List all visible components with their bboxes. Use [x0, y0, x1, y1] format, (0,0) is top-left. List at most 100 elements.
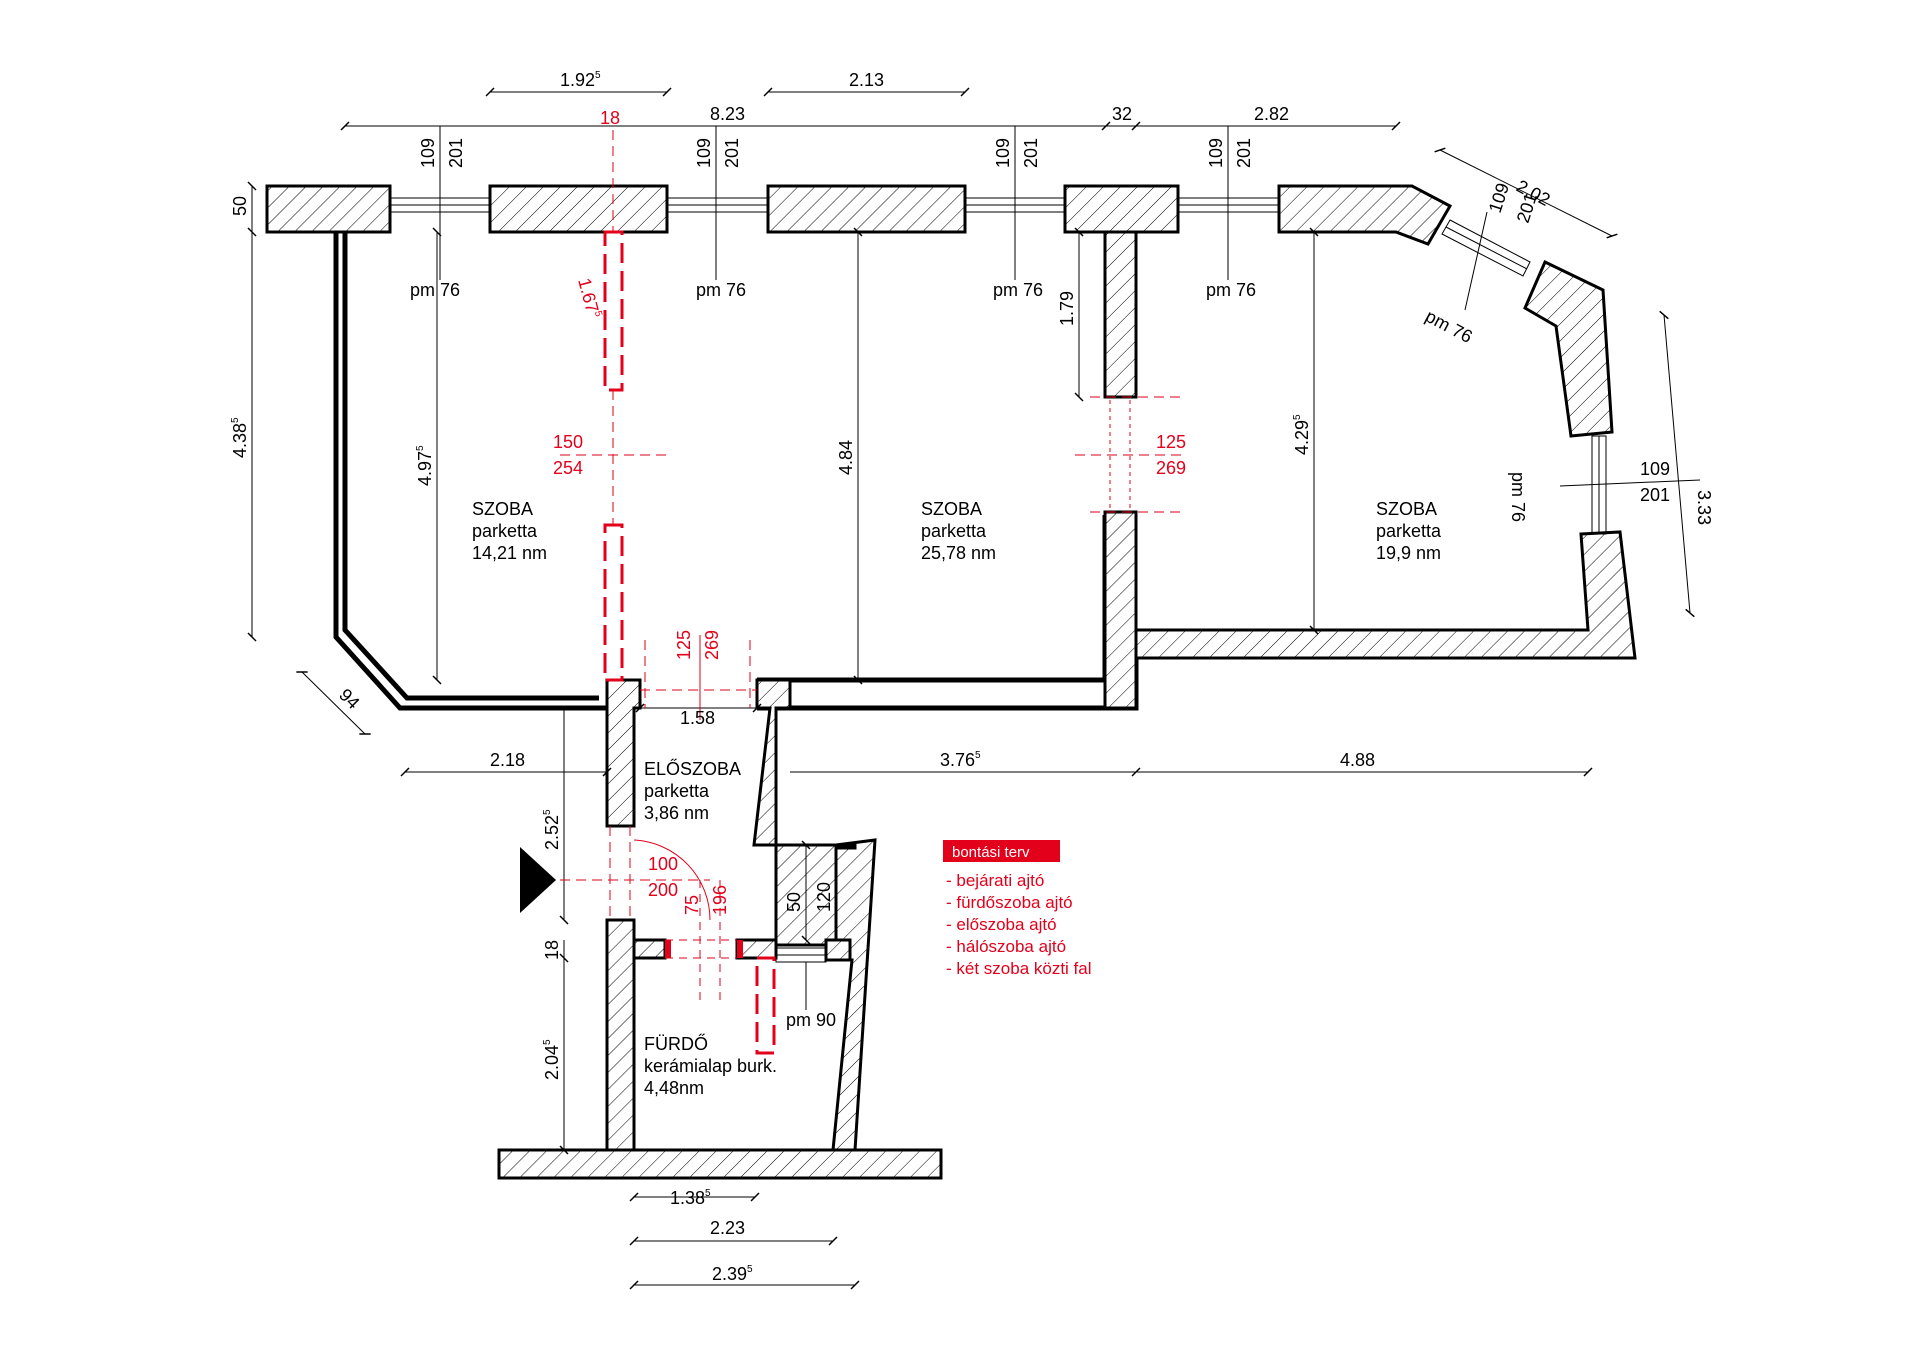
room-floor: parketta — [644, 781, 710, 801]
dim-label: 4.88 — [1340, 750, 1375, 770]
legend-item: - hálószoba ajtó — [946, 937, 1066, 956]
wall-bottom — [497, 1148, 943, 1180]
window-width: 109 — [1640, 459, 1670, 479]
window-height: 201 — [722, 138, 742, 168]
dim-sup: 5 — [747, 1264, 753, 1275]
window-height: 201 — [446, 138, 466, 168]
wall-hall-left — [605, 678, 642, 828]
red-dim-label: 18 — [600, 108, 620, 128]
dim-label: 18 — [542, 940, 562, 960]
wall-hall-right — [752, 678, 792, 847]
window — [666, 197, 769, 213]
room-area: 3,86 nm — [644, 803, 709, 823]
demolished-wall — [603, 523, 624, 682]
dim-label: 120 — [814, 882, 834, 912]
red-dim-label: 254 — [553, 458, 583, 478]
svg-text:2.045: 2.045 — [542, 1039, 562, 1080]
svg-text:2.395: 2.395 — [712, 1264, 753, 1284]
dim-label: 50 — [230, 196, 250, 216]
dim-sup: 5 — [705, 1188, 711, 1199]
red-dim-label: 200 — [648, 880, 678, 900]
dim-label: 1.79 — [1057, 291, 1077, 326]
svg-text:4.295: 4.295 — [1292, 414, 1312, 455]
window-sill: pm 90 — [786, 1010, 836, 1030]
window-sill: pm 76 — [1508, 472, 1528, 522]
entrance-arrow-icon — [520, 847, 556, 913]
dim-sup: 5 — [230, 417, 241, 423]
dimension-lines — [247, 87, 1701, 1290]
dim-sup: 5 — [415, 445, 426, 451]
dim-label: 4.97 — [415, 451, 435, 486]
demolition-elements — [560, 130, 1185, 1055]
wall-shaft-right — [824, 938, 852, 962]
wall-partition-lower — [1103, 510, 1138, 710]
legend-item: - fürdőszoba ajtó — [946, 893, 1073, 912]
room-name: SZOBA — [1376, 499, 1437, 519]
window-height: 201 — [1513, 190, 1541, 225]
demolition-labels: 18 1.675 150 254 125 269 125 269 100 200… — [553, 108, 1186, 915]
room-area: 25,78 nm — [921, 543, 996, 563]
legend-title: bontási terv — [952, 844, 1030, 861]
room-area: 19,9 nm — [1376, 543, 1441, 563]
dim-label: 8.23 — [710, 104, 745, 124]
legend-item: - két szoba közti fal — [946, 959, 1092, 978]
demolished-wall — [603, 230, 624, 392]
dim-label: 32 — [1112, 104, 1132, 124]
dim-sup: 5 — [975, 750, 981, 761]
svg-text:1.925: 1.925 — [560, 70, 601, 90]
wall-top-segment — [488, 184, 669, 234]
wall-room2-bottom-outer — [757, 658, 1139, 711]
wall-top-segment — [1277, 184, 1453, 246]
dim-label: 2.13 — [849, 70, 884, 90]
room-name: SZOBA — [472, 499, 533, 519]
room-area: 14,21 nm — [472, 543, 547, 563]
walls — [265, 184, 1637, 1180]
dim-sup: 5 — [542, 809, 553, 815]
legend-item: - előszoba ajtó — [946, 915, 1057, 934]
room-name: ELŐSZOBA — [644, 758, 741, 779]
dim-label: 2.52 — [542, 815, 562, 850]
room-name: SZOBA — [921, 499, 982, 519]
red-dim-label: 125 — [1156, 432, 1186, 452]
window-width: 109 — [993, 138, 1013, 168]
dim-sup: 5 — [542, 1039, 553, 1045]
dim-label: 1.92 — [560, 70, 595, 90]
wall-top-segment — [265, 184, 392, 234]
window-sill: pm 76 — [993, 280, 1043, 300]
wall-bath-stub — [632, 938, 667, 960]
dim-label: 50 — [784, 892, 804, 912]
red-dim-label: 150 — [553, 432, 583, 452]
dim-label: 2.39 — [712, 1264, 747, 1284]
dim-label: 3.33 — [1694, 490, 1714, 525]
red-dim-label: 269 — [702, 630, 722, 660]
legend-title-box — [943, 840, 1060, 862]
wall-partition — [1103, 230, 1138, 399]
window-height: 201 — [1234, 138, 1254, 168]
window — [775, 947, 827, 963]
room-floor: kerámialap burk. — [644, 1056, 777, 1076]
window-sill: pm 76 — [410, 280, 460, 300]
wall-top-segment — [1063, 184, 1180, 234]
window-sill: pm 76 — [1422, 306, 1476, 347]
dim-label: 4.38 — [230, 423, 250, 458]
dim-label: 4.29 — [1292, 420, 1312, 455]
red-dim-label: 100 — [648, 854, 678, 874]
svg-text:1.385: 1.385 — [670, 1188, 711, 1208]
dim-label: 3.76 — [940, 750, 975, 770]
demolished-door-jamb — [755, 956, 776, 1055]
window-width: 109 — [418, 138, 438, 168]
wall-left-inner — [342, 232, 599, 701]
svg-text:3.765: 3.765 — [940, 750, 981, 770]
wall-corner-segment — [1523, 259, 1614, 438]
red-dim-label: 125 — [674, 630, 694, 660]
wall-bath-right — [831, 838, 877, 1152]
svg-text:1.675: 1.675 — [574, 276, 604, 321]
room-labels: SZOBA parketta 14,21 nm SZOBA parketta 2… — [472, 499, 1442, 1098]
window — [1441, 219, 1531, 277]
room-area: 4,48nm — [644, 1078, 704, 1098]
window-sill: pm 76 — [1206, 280, 1256, 300]
room-floor: parketta — [1376, 521, 1442, 541]
wall-bath-left — [605, 918, 636, 1152]
red-dim-label: 1.67 — [574, 276, 602, 315]
dim-label: 1.58 — [680, 708, 715, 728]
